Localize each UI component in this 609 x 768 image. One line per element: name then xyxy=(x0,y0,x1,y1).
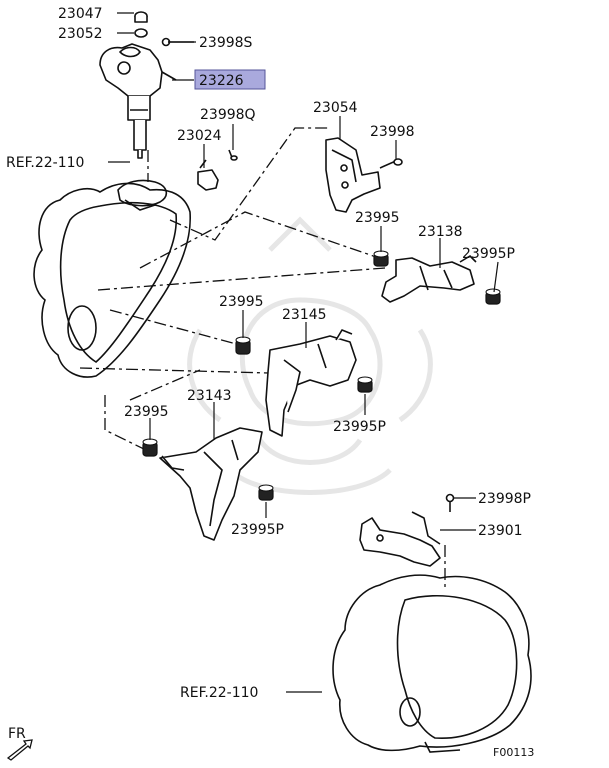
bracket-23901 xyxy=(359,493,455,567)
label-23998S: 23998S xyxy=(199,35,253,51)
bushing-23995P-lower xyxy=(258,484,274,501)
label-ref-22-110-top: REF.22-110 xyxy=(6,155,84,171)
label-23995P-upper: 23995P xyxy=(462,246,515,262)
label-23998Q: 23998Q xyxy=(200,107,256,123)
label-23145: 23145 xyxy=(282,307,327,323)
front-direction-indicator: FR xyxy=(6,726,33,761)
alignment-lines xyxy=(79,127,446,590)
label-23995P-middle: 23995P xyxy=(333,419,386,435)
bushing-23995-lower xyxy=(142,438,158,457)
label-23995-upper: 23995 xyxy=(355,210,400,226)
bushing-23995P-middle xyxy=(357,376,373,393)
label-23226[interactable]: 23226 xyxy=(199,73,244,89)
bushing-23995-middle xyxy=(235,336,251,355)
bushing-23995P-upper xyxy=(485,288,501,305)
label-23047: 23047 xyxy=(58,6,103,22)
shift-lever-assembly xyxy=(99,11,194,159)
label-23143: 23143 xyxy=(187,388,232,404)
figure-code: F00113 xyxy=(493,746,534,759)
highlight-box-23226 xyxy=(194,69,266,90)
watermark xyxy=(187,216,433,495)
bushing-23995-upper xyxy=(373,250,389,267)
shift-fork-23138 xyxy=(381,255,477,303)
part-labels: 23047 23052 23998S 23226 23998Q 23024 23… xyxy=(6,6,531,701)
label-23995-lower: 23995 xyxy=(124,404,169,420)
label-23995P-lower: 23995P xyxy=(231,522,284,538)
label-23054: 23054 xyxy=(313,100,358,116)
label-23024: 23024 xyxy=(177,128,222,144)
shift-fork-23145 xyxy=(265,329,357,437)
label-ref-22-110-bottom: REF.22-110 xyxy=(180,685,258,701)
label-23901: 23901 xyxy=(478,523,523,539)
sensor-23024 xyxy=(197,149,238,191)
front-arrow-icon xyxy=(6,739,33,761)
bushings xyxy=(142,250,501,501)
label-23998: 23998 xyxy=(370,124,415,140)
transmission-case-left xyxy=(33,179,191,378)
front-label: FR xyxy=(8,726,26,742)
leader-lines xyxy=(108,12,499,693)
label-23052: 23052 xyxy=(58,26,103,42)
label-23138: 23138 xyxy=(418,224,463,240)
transmission-case-right xyxy=(332,574,532,753)
label-23998P: 23998P xyxy=(478,491,531,507)
label-23995-middle: 23995 xyxy=(219,294,264,310)
bracket-23054 xyxy=(325,137,403,213)
shift-fork-23143 xyxy=(159,427,263,541)
